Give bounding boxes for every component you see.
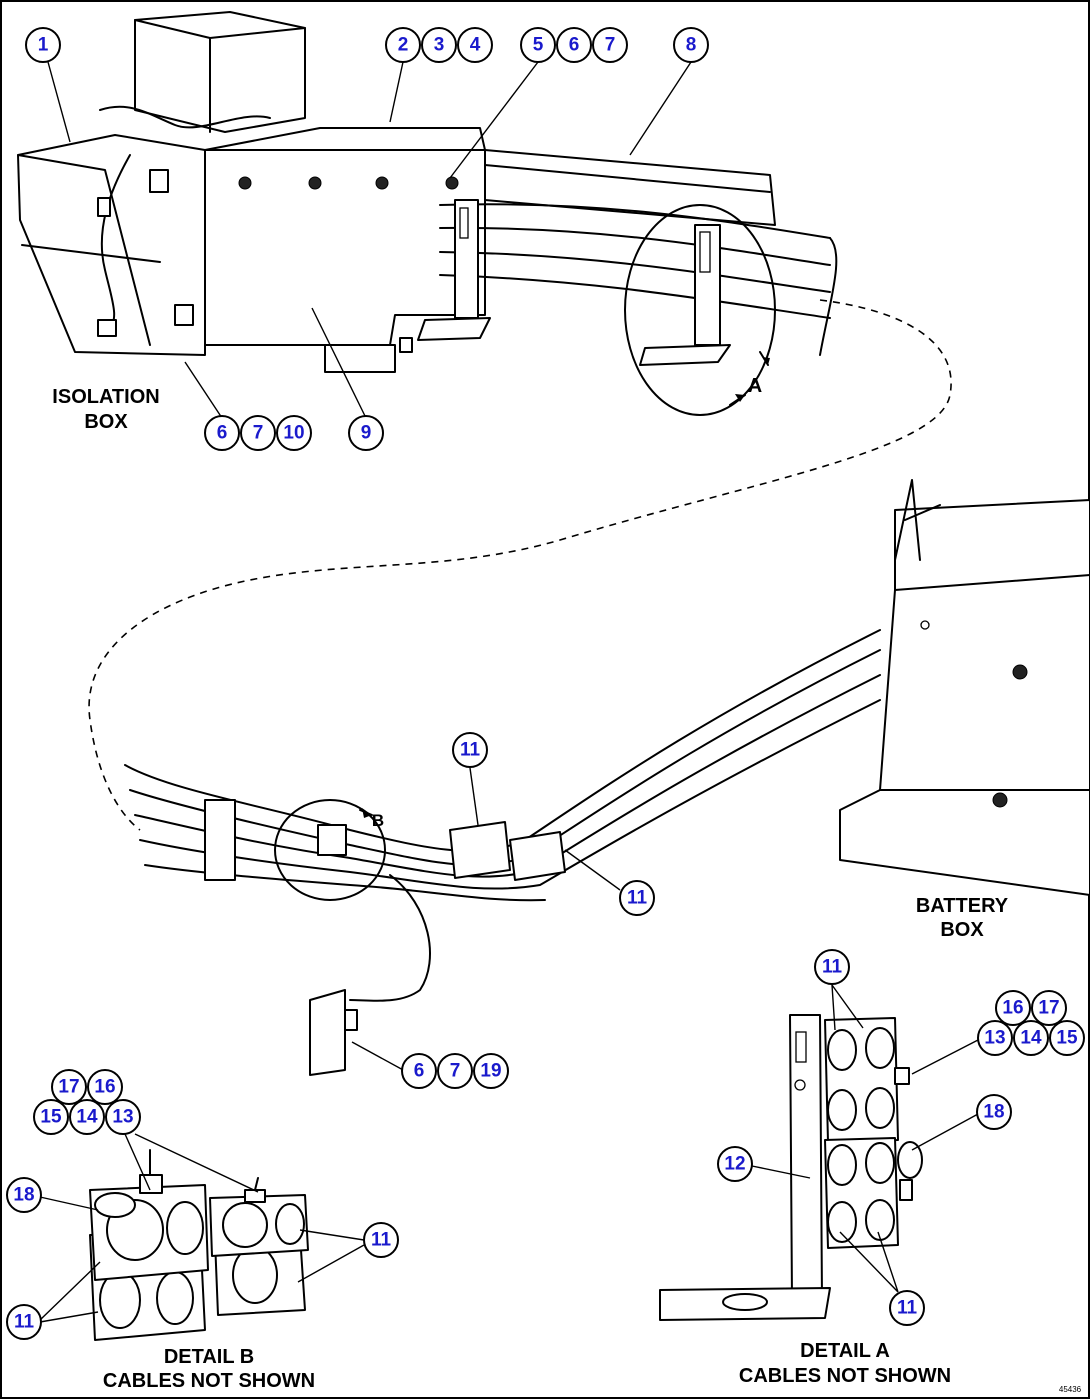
callout-7[interactable]: 7: [240, 415, 276, 451]
svg-text:7: 7: [253, 423, 264, 444]
callout-11[interactable]: 11: [363, 1222, 399, 1258]
callout-15[interactable]: 15: [1049, 1020, 1085, 1056]
svg-text:12: 12: [724, 1154, 745, 1175]
detail-b-title: DETAIL B: [164, 1346, 254, 1368]
svg-text:11: 11: [822, 957, 843, 978]
svg-text:7: 7: [605, 35, 616, 56]
svg-text:6: 6: [414, 1061, 425, 1082]
view-a-marker: A: [748, 375, 762, 397]
svg-text:2: 2: [398, 35, 409, 56]
svg-text:17: 17: [58, 1077, 79, 1098]
svg-text:16: 16: [1002, 998, 1023, 1019]
svg-text:8: 8: [686, 35, 697, 56]
callout-2[interactable]: 2: [385, 27, 421, 63]
detail-b-subtitle: CABLES NOT SHOWN: [103, 1370, 315, 1392]
callout-9[interactable]: 9: [348, 415, 384, 451]
callout-14[interactable]: 14: [69, 1099, 105, 1135]
svg-text:10: 10: [283, 423, 304, 444]
svg-text:17: 17: [1038, 998, 1059, 1019]
battery-box: [839, 479, 1090, 896]
detail-a-subtitle: CABLES NOT SHOWN: [739, 1365, 951, 1387]
svg-text:16: 16: [94, 1077, 115, 1098]
svg-text:4: 4: [470, 35, 481, 56]
callout-11[interactable]: 11: [452, 732, 488, 768]
callout-5[interactable]: 5: [520, 27, 556, 63]
svg-text:18: 18: [13, 1185, 34, 1206]
cable-routing-dashed: [88, 299, 952, 831]
svg-text:1: 1: [38, 35, 49, 56]
callout-13[interactable]: 13: [977, 1020, 1013, 1056]
callout-17[interactable]: 17: [51, 1069, 87, 1105]
svg-text:11: 11: [14, 1312, 35, 1333]
svg-text:11: 11: [897, 1298, 918, 1319]
callout-1[interactable]: 1: [25, 27, 61, 63]
callout-18[interactable]: 18: [976, 1094, 1012, 1130]
detail-a-title: DETAIL A: [800, 1340, 890, 1362]
callout-14[interactable]: 14: [1013, 1020, 1049, 1056]
detail-a-drawing: [659, 1014, 923, 1321]
callout-16[interactable]: 16: [87, 1069, 123, 1105]
svg-text:14: 14: [76, 1107, 98, 1128]
svg-text:5: 5: [533, 35, 544, 56]
svg-text:3: 3: [434, 35, 445, 56]
callout-4[interactable]: 4: [457, 27, 493, 63]
callout-11[interactable]: 11: [619, 880, 655, 916]
callout-11[interactable]: 11: [6, 1304, 42, 1340]
leader-lines: [39, 61, 979, 1323]
detail-b-drawing: [89, 1149, 309, 1341]
callout-7[interactable]: 7: [592, 27, 628, 63]
view-b-marker: B: [372, 811, 384, 830]
svg-text:15: 15: [1056, 1028, 1078, 1049]
battery-box-label-line1: BATTERY: [916, 895, 1009, 917]
callout-10[interactable]: 10: [276, 415, 312, 451]
callout-16[interactable]: 16: [995, 990, 1031, 1026]
svg-text:9: 9: [361, 423, 372, 444]
svg-text:13: 13: [984, 1028, 1005, 1049]
callout-11[interactable]: 11: [889, 1290, 925, 1326]
isolation-box-assembly: [17, 11, 838, 416]
callout-19[interactable]: 19: [473, 1053, 509, 1089]
callout-6[interactable]: 6: [401, 1053, 437, 1089]
figure-code: 45436: [1059, 1385, 1082, 1394]
callout-18[interactable]: 18: [6, 1177, 42, 1213]
callout-7[interactable]: 7: [437, 1053, 473, 1089]
battery-box-label-line2: BOX: [940, 919, 984, 941]
svg-text:13: 13: [112, 1107, 133, 1128]
svg-text:14: 14: [1020, 1028, 1042, 1049]
svg-text:11: 11: [371, 1230, 392, 1251]
svg-text:18: 18: [983, 1102, 1004, 1123]
isolation-box-label-line2: BOX: [84, 411, 128, 433]
isolation-box-label-line1: ISOLATION: [52, 386, 159, 408]
callout-12[interactable]: 12: [717, 1146, 753, 1182]
callout-11[interactable]: 11: [814, 949, 850, 985]
svg-text:11: 11: [460, 740, 481, 761]
svg-text:19: 19: [480, 1061, 501, 1082]
callout-3[interactable]: 3: [421, 27, 457, 63]
callout-6[interactable]: 6: [556, 27, 592, 63]
callout-17[interactable]: 17: [1031, 990, 1067, 1026]
cable-harness: [124, 629, 881, 1076]
callout-13[interactable]: 13: [105, 1099, 141, 1135]
svg-text:7: 7: [450, 1061, 461, 1082]
svg-text:6: 6: [217, 423, 228, 444]
callout-balloons: 1 2 3 4 5 6 7 8 6 7 10 9 11 11 6 7 19 11…: [6, 27, 1085, 1340]
callout-8[interactable]: 8: [673, 27, 709, 63]
svg-text:11: 11: [627, 888, 648, 909]
callout-15[interactable]: 15: [33, 1099, 69, 1135]
callout-6[interactable]: 6: [204, 415, 240, 451]
svg-text:6: 6: [569, 35, 580, 56]
svg-text:15: 15: [40, 1107, 62, 1128]
